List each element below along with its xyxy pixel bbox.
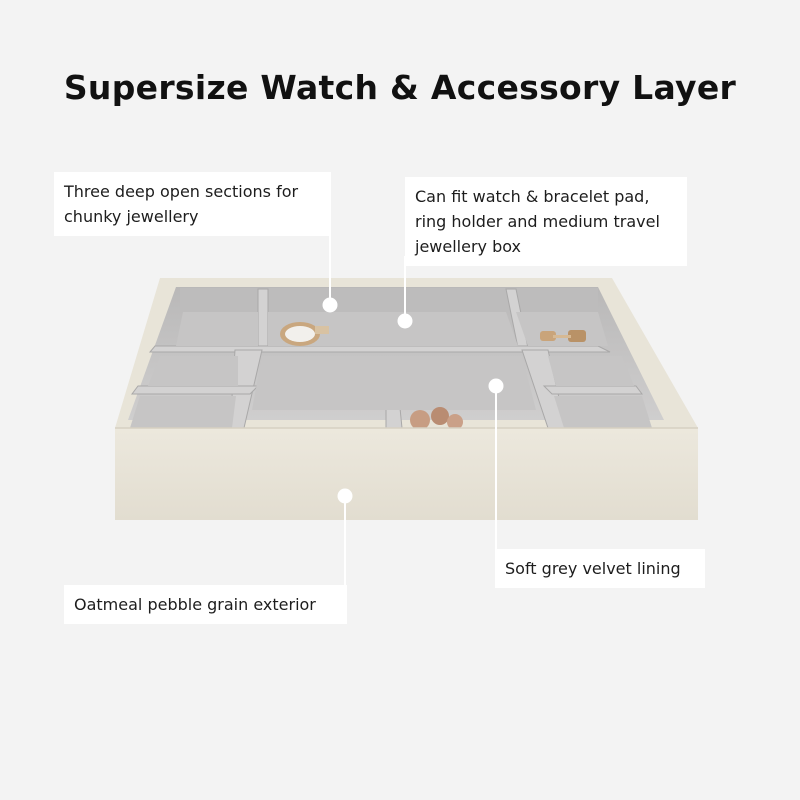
callout-line: ring holder and medium travel <box>415 212 660 231</box>
callout-line: chunky jewellery <box>64 207 199 226</box>
dividers <box>131 288 643 429</box>
marker-velvet-lining <box>488 378 504 394</box>
page-title: Supersize Watch & Accessory Layer <box>63 68 737 107</box>
callout-open-sections: Three deep open sections for chunky jewe… <box>54 172 331 236</box>
callout-line: Oatmeal pebble grain exterior <box>74 595 316 614</box>
leader-lines <box>329 228 497 585</box>
callout-line: Three deep open sections for <box>64 182 299 201</box>
callout-line: Soft grey velvet lining <box>505 559 681 578</box>
compartments <box>130 312 652 428</box>
callout-line: Can fit watch & bracelet pad, <box>415 187 650 206</box>
callout-exterior: Oatmeal pebble grain exterior <box>64 585 347 624</box>
marker-open-sections <box>322 297 338 313</box>
marker-exterior <box>337 488 353 504</box>
callout-velvet-lining: Soft grey velvet lining <box>495 549 705 588</box>
cufflinks-item <box>540 330 586 342</box>
callout-watch-pad: Can fit watch & bracelet pad, ring holde… <box>405 177 687 266</box>
watch-item <box>280 322 329 346</box>
callout-line: jewellery box <box>415 237 522 256</box>
hotspot-markers <box>322 297 504 504</box>
back-wall <box>180 288 598 312</box>
tray-front <box>115 428 698 520</box>
earrings-item <box>410 407 463 430</box>
marker-watch-pad <box>397 313 413 329</box>
